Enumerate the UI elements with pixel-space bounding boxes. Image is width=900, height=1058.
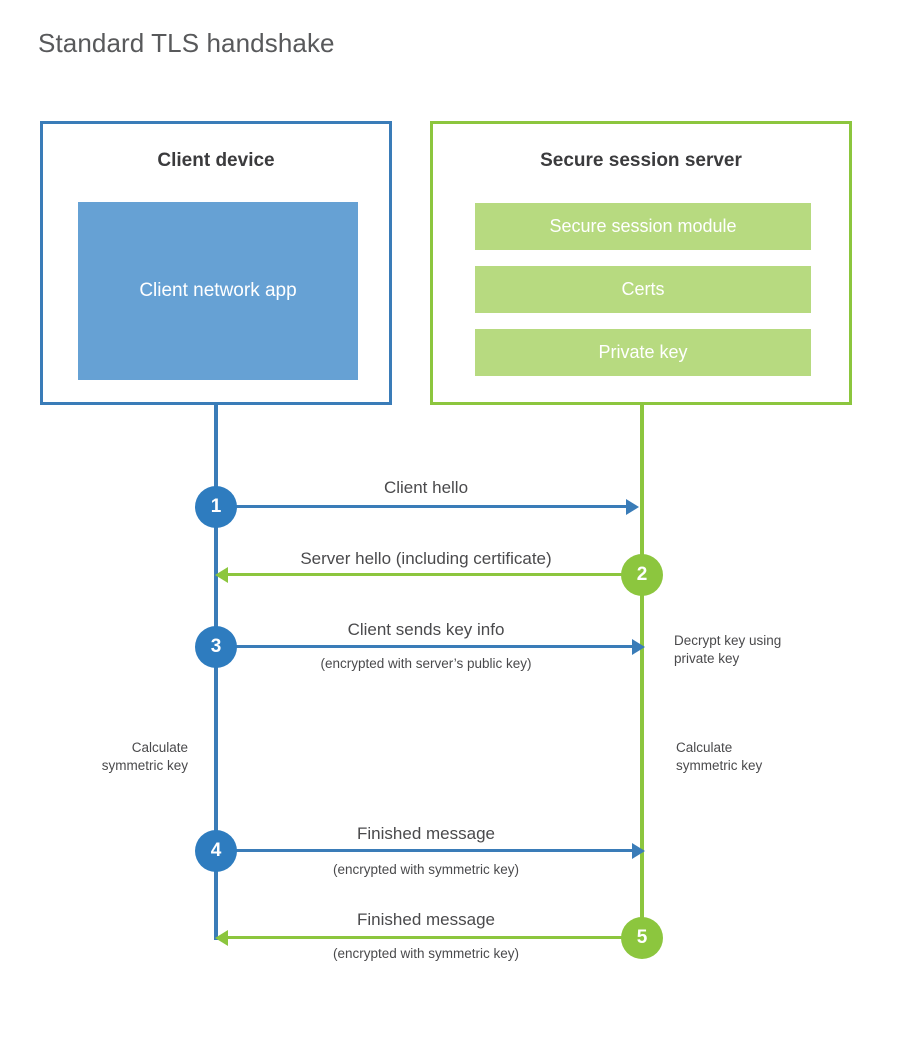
message-sublabel-step-3: (encrypted with server’s public key): [320, 656, 532, 671]
step-marker-3: 3: [195, 626, 237, 668]
arrow-step-1-head-icon: [626, 499, 639, 515]
secure-session-server-box: Secure session server Secure session mod…: [430, 121, 852, 405]
arrow-step-4-head-icon: [632, 843, 645, 859]
message-label-step-4: Finished message: [357, 824, 495, 843]
arrow-step-2-line: [228, 573, 624, 576]
message-label-step-5: Finished message: [357, 910, 495, 929]
note-decrypt-key: Decrypt key using private key: [674, 633, 782, 666]
arrow-step-3-line: [216, 645, 634, 648]
client-lifeline: [214, 404, 218, 940]
arrow-step-1-line: [216, 505, 628, 508]
arrow-step-3-head-icon: [632, 639, 645, 655]
client-network-app-block: Client network app: [78, 202, 358, 380]
client-device-box: Client device Client network app: [40, 121, 392, 405]
message-sublabel-step-4: (encrypted with symmetric key): [332, 862, 520, 877]
note-calculate-symmetric-key-server: Calculate symmetric key: [676, 740, 763, 773]
message-label-step-2: Server hello (including certificate): [300, 549, 552, 568]
page-title: Standard TLS handshake: [38, 28, 335, 58]
step-marker-2: 2: [621, 554, 663, 596]
arrow-step-5-line: [228, 936, 624, 939]
secure-session-server-title: Secure session server: [540, 150, 742, 171]
server-module-private-key: Private key: [475, 329, 811, 376]
server-lifeline: [640, 404, 644, 940]
arrow-step-4-line: [216, 849, 634, 852]
message-label-step-3: Client sends key info: [347, 620, 505, 639]
arrow-step-5-head-icon: [215, 930, 228, 946]
step-marker-4: 4: [195, 830, 237, 872]
server-module-certs: Certs: [475, 266, 811, 313]
message-label-step-1: Client hello: [383, 478, 469, 497]
step-marker-1: 1: [195, 486, 237, 528]
note-calculate-symmetric-key-client: Calculate symmetric key: [101, 740, 188, 773]
message-sublabel-step-5: (encrypted with symmetric key): [332, 946, 520, 961]
step-marker-5: 5: [621, 917, 663, 959]
arrow-step-2-head-icon: [215, 567, 228, 583]
client-device-title: Client device: [157, 150, 275, 171]
server-module-secure-session-module: Secure session module: [475, 203, 811, 250]
